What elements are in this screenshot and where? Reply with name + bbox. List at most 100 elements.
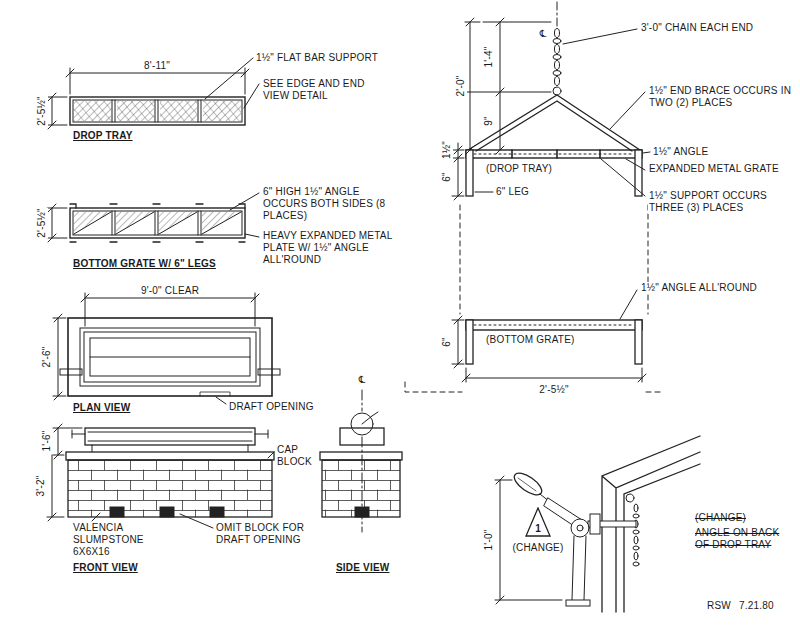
- drop-tray-plan: [160, 101, 197, 121]
- drop-tray-plan: [73, 100, 242, 122]
- bottom-grate-section: [466, 320, 473, 364]
- front-view: [66, 428, 274, 517]
- dimension: 2'-6": [41, 346, 53, 369]
- leader-line: [626, 159, 645, 170]
- note: 6" LEG: [495, 186, 530, 198]
- centerline-symbol: ℄: [539, 28, 548, 40]
- drop-tray-plan: [117, 101, 154, 121]
- crank-detail: [633, 546, 639, 550]
- plan-view: [258, 369, 280, 375]
- bottom-grate-plan: [74, 212, 111, 234]
- leader-line: [563, 29, 637, 44]
- revision-note: (CHANGE): [694, 512, 747, 524]
- front-view: [210, 507, 224, 517]
- leader-line: [244, 84, 259, 108]
- leader-line: [230, 193, 259, 237]
- note: 6" HIGH 1½" ANGLE OCCURS BOTH SIDES (8 P…: [262, 186, 399, 222]
- front-view: [72, 430, 268, 438]
- crank-detail: [590, 514, 600, 534]
- dimension-line: [47, 93, 67, 129]
- dimension-line: [47, 455, 64, 521]
- side-view: [362, 412, 378, 424]
- leader-line: [230, 193, 259, 210]
- view-title: FRONT VIEW: [72, 562, 139, 574]
- part-name: (BOTTOM GRATE): [485, 334, 576, 346]
- drop-tray-section: [468, 95, 640, 151]
- leader-line: [92, 452, 274, 528]
- drop-tray-section: [466, 150, 642, 158]
- crank-detail: [571, 519, 589, 537]
- side-view: [320, 412, 402, 517]
- drop-tray-plan: [74, 101, 111, 121]
- leader-line: [92, 513, 100, 521]
- bottom-grate-plan: [74, 212, 241, 234]
- note: CAP BLOCK: [276, 444, 318, 468]
- bottom-grate-section: [635, 320, 642, 364]
- note: 3'-0" CHAIN EACH END: [640, 22, 792, 34]
- front-view: [85, 428, 255, 445]
- note: 1½" ANGLE: [652, 146, 709, 158]
- view-title: PLAN VIEW: [72, 402, 131, 414]
- chain: [557, 2, 558, 26]
- dimension-line: [47, 204, 67, 242]
- dimension-line: [452, 143, 464, 200]
- dimension-line: [495, 476, 562, 604]
- plan-view: [90, 357, 250, 358]
- leader-line: [268, 452, 274, 458]
- note: SEE EDGE AND END VIEW DETAIL: [262, 78, 374, 102]
- chain: [555, 45, 560, 54]
- dimension-line: [452, 316, 464, 368]
- bottom-grate-plan: [70, 204, 245, 242]
- dimension: 2'-5½": [36, 95, 48, 126]
- leader-line: [610, 92, 645, 129]
- leader-line: [216, 397, 226, 404]
- crank-detail: [634, 536, 638, 544]
- dimension: 3'-2": [35, 475, 47, 498]
- revision-triangle: 1: [525, 507, 551, 537]
- drop-tray-plan: [117, 101, 154, 121]
- center-line: [362, 390, 363, 532]
- bottom-grate-plan: [73, 211, 242, 235]
- dimension: 1'-4": [483, 46, 495, 69]
- plan-view: [68, 318, 272, 396]
- crank-detail: [634, 552, 638, 560]
- view-title: SIDE VIEW: [335, 562, 390, 574]
- chain: [555, 77, 560, 86]
- crank-detail: [633, 530, 639, 534]
- crank-detail: [626, 494, 634, 502]
- drop-tray-plan: [70, 97, 245, 125]
- revision-number: 1: [535, 523, 541, 537]
- dimension-line: [458, 18, 551, 154]
- leader-line: [205, 58, 259, 108]
- plan-view: [200, 392, 230, 396]
- view-title: DROP TRAY: [72, 130, 134, 142]
- signature: RSW: [706, 600, 732, 612]
- hidden-line: [405, 205, 660, 392]
- drop-tray-plan: [160, 101, 197, 121]
- note: EXPANDED METAL GRATE: [648, 163, 795, 175]
- drop-tray-section: [466, 95, 642, 196]
- revision-note: (CHANGE): [511, 542, 564, 554]
- chain: [553, 71, 561, 76]
- dimension-line: [465, 18, 480, 154]
- crank-detail: [518, 478, 536, 491]
- side-view: [320, 452, 402, 460]
- bottom-grate-plan: [116, 212, 154, 234]
- note: 1½" END BRACE OCCURS IN TWO (2) PLACES: [648, 85, 795, 109]
- bottom-grate-section: [474, 325, 634, 326]
- front-view: [88, 432, 252, 441]
- crank-detail: [511, 436, 700, 612]
- revision-note: ANGLE ON BACK OF DROP TRAY: [694, 527, 786, 551]
- chain: [553, 2, 561, 95]
- view-title: BOTTOM GRATE W/ 6" LEGS: [72, 258, 217, 270]
- leader-line: [180, 514, 213, 528]
- drop-tray-section: [474, 154, 634, 155]
- crank-detail: [633, 514, 639, 518]
- dimension-line: [452, 18, 646, 382]
- bottom-grate-section: [466, 320, 642, 364]
- bottom-grate-plan: [159, 212, 197, 234]
- note: OMIT BLOCK FOR DRAFT OPENING: [215, 522, 317, 546]
- leader-line: [601, 159, 645, 196]
- dimension: 1'-0": [483, 529, 495, 552]
- part-name: (DROP TRAY): [485, 163, 553, 175]
